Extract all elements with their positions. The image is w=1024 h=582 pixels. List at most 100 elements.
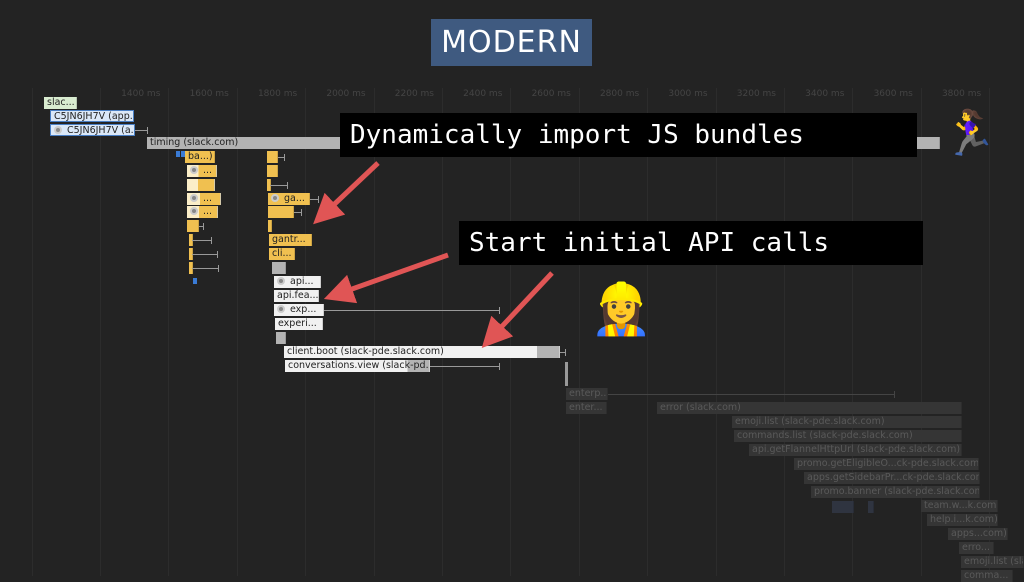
bar-bundle[interactable] [187,179,215,191]
bar-api-features[interactable]: api.fea... [274,290,319,302]
gridline [31,88,33,576]
gear-icon [271,194,279,202]
gridline [989,88,991,576]
axis-tick: 1800 ms [257,89,298,99]
bar-client-boot[interactable]: client.boot (slack-pde.slack.com) [284,346,560,358]
arrow-to-api [323,252,449,304]
gridline [168,88,170,576]
bar-api[interactable]: api... [274,276,321,288]
whisker [192,237,212,244]
bar-bundle[interactable] [267,165,278,177]
gridline [305,88,307,576]
bar-experiments-2[interactable]: experi... [275,318,323,330]
bar-app-gear[interactable]: C5JN6JH7V (a... [50,124,135,136]
gridline [852,88,854,576]
bar-gantr[interactable]: gantr... [269,234,312,246]
gear-icon [190,194,198,202]
gridline [578,88,580,576]
whisker [135,127,148,134]
whisker [270,182,288,189]
gridline [236,88,238,576]
bar-app[interactable]: C5JN6JH7V (app.... [50,110,134,122]
slide-title: MODERN [431,19,592,66]
marker [181,151,185,157]
bar-bundle[interactable] [268,206,294,218]
bar-faded[interactable]: commands.list (slack-pde.slack.com) [734,430,962,442]
axis-tick: 3800 ms [941,89,982,99]
axis-tick: 2800 ms [599,89,640,99]
bar-faded[interactable]: emoji.list (slack-pde.slack.com) [732,416,962,428]
gear-icon [277,277,285,285]
bar-label: ... [203,165,213,176]
gridline [784,88,785,576]
callout-api-calls: Start initial API calls [459,221,923,265]
axis-tick: 1400 ms [121,89,161,99]
whisker [294,209,302,216]
gridline [373,88,375,576]
gridline [715,88,717,576]
gridline [100,88,101,576]
bar-bundle[interactable]: ba...) [185,151,215,163]
bar-faded[interactable]: apps.getSidebarPr...ck-pde.slack.com) [804,472,980,484]
axis-tick: 2000 ms [326,89,366,99]
bar-faded[interactable]: erro... [959,542,994,554]
axis-tick: 1600 ms [189,89,229,99]
bar-gap[interactable] [272,262,286,274]
gear-icon [277,305,285,313]
whisker [608,391,895,398]
bar-faded[interactable]: apps...com) [948,528,1008,540]
bar-faded[interactable]: api.getFlannelHttpUrl (slack-pde.slack.c… [749,444,962,456]
gridline [920,88,922,576]
bar-bundle[interactable]: ga... [268,193,310,205]
bar-bundle[interactable] [268,220,272,232]
bar-bundle[interactable]: ... [187,206,218,218]
bar-bundle[interactable] [187,220,199,232]
axis-tick: 3200 ms [736,89,776,99]
bar-label: ... [203,206,213,217]
bar-faded[interactable] [868,501,874,513]
gridline [442,88,443,576]
marker [565,362,568,386]
runner-emoji-icon: 🏃‍♀️ [942,108,997,159]
bar-cli[interactable]: cli... [269,248,295,260]
bar-faded[interactable]: promo.getEligibleO...ck-pde.slack.com) [794,458,979,470]
bar-conversations-view[interactable]: conversations.view (slack-pd... [285,360,430,372]
axis-tick: 2200 ms [394,89,434,99]
bar-bundle[interactable]: ... [187,193,221,205]
bar-faded[interactable]: enter... [566,402,607,414]
bar-faded[interactable]: team.w...k.com) [921,500,998,512]
bar-faded[interactable] [832,501,854,513]
gear-icon [54,126,62,134]
bar-gap[interactable] [276,332,286,344]
bar-faded[interactable]: help.i...k.com) [927,514,998,526]
axis-tick: 2400 ms [463,89,503,99]
arrow-to-bundles [313,161,380,225]
construction-worker-emoji-icon: 👷‍♀️ [590,280,653,338]
bar-label: C5JN6JH7V (a... [67,125,135,136]
axis-tick: 3400 ms [805,89,845,99]
bar-faded[interactable]: error (slack.com) [657,402,962,414]
gear-icon [190,166,198,174]
whisker [430,363,500,370]
bar-label: exp... [290,304,317,315]
bar-label: api... [290,276,314,287]
bar-experiments[interactable]: exp... [274,304,324,316]
whisker [199,223,204,230]
bar-bundle[interactable]: ... [187,165,217,177]
gridline [647,88,649,576]
bar-faded[interactable]: enterp... [566,388,608,400]
arrow-to-client-boot [481,271,554,348]
bar-label: ... [203,193,213,204]
bar-faded[interactable]: promo.banner (slack-pde.slack.com) [811,486,980,498]
bar-slack[interactable]: slac... [44,97,77,109]
axis-tick: 2600 ms [531,89,571,99]
bar-bundle[interactable] [267,151,278,163]
marker [193,278,197,284]
whisker [560,349,566,356]
marker [176,151,180,157]
whisker [192,251,218,258]
whisker [192,265,219,272]
whisker [278,154,285,161]
axis-tick: 3600 ms [873,89,913,99]
